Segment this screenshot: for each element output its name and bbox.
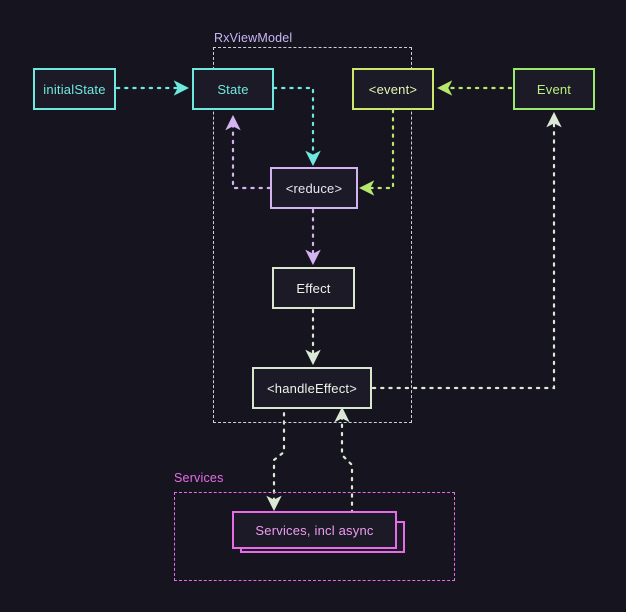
node-initialstate[interactable]: initialState — [33, 68, 116, 110]
group-rxviewmodel-box — [213, 47, 412, 423]
node-handle-effect[interactable]: <handleEffect> — [252, 367, 372, 409]
group-services-label: Services — [174, 471, 224, 485]
node-effect[interactable]: Effect — [272, 267, 355, 309]
node-event-label: Event — [536, 81, 572, 97]
node-services-label: Services, incl async — [255, 522, 374, 538]
group-services-box — [174, 492, 455, 581]
node-event-generic-label: <event> — [368, 81, 418, 97]
node-event-generic[interactable]: <event> — [352, 68, 434, 110]
node-event[interactable]: Event — [513, 68, 595, 110]
node-handle-effect-label: <handleEffect> — [266, 380, 358, 396]
node-services[interactable]: Services, incl async — [232, 511, 397, 549]
node-state[interactable]: State — [192, 68, 274, 110]
node-effect-label: Effect — [296, 280, 331, 296]
node-reduce-label: <reduce> — [285, 180, 343, 196]
group-rxviewmodel-label: RxViewModel — [214, 31, 293, 45]
node-state-label: State — [217, 81, 249, 97]
node-initialstate-label: initialState — [43, 81, 106, 97]
node-reduce[interactable]: <reduce> — [270, 167, 358, 209]
